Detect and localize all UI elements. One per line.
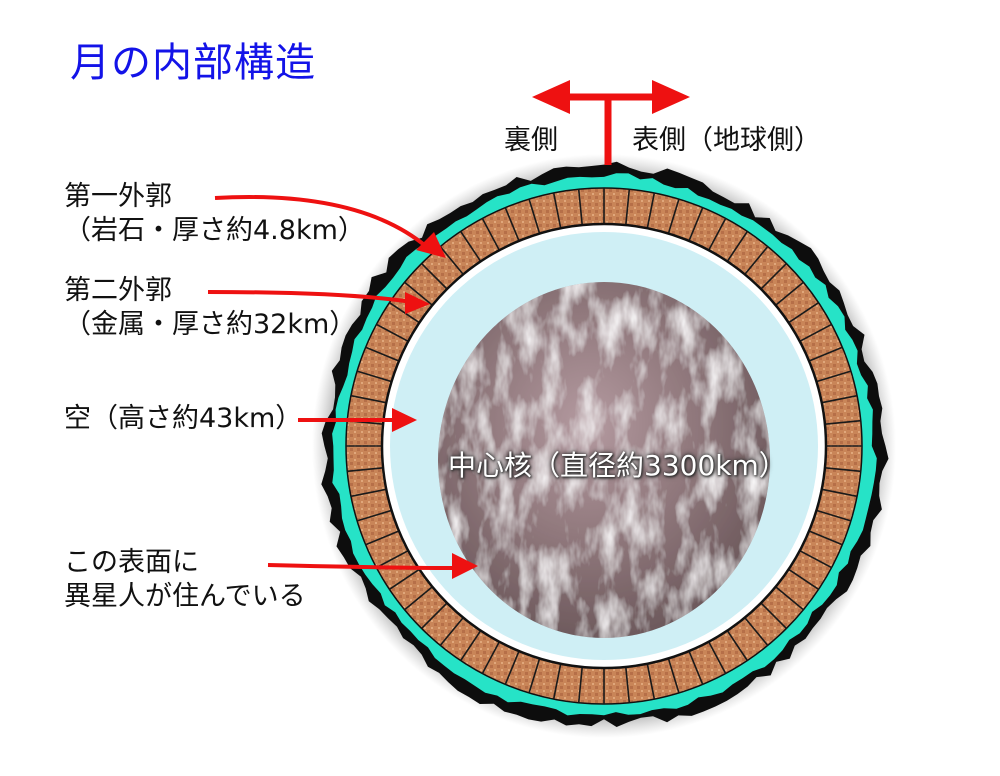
metal-shell-segment-line — [365, 530, 400, 546]
metal-shell-segment-line — [667, 198, 680, 234]
metal-shell-segment-line — [504, 207, 520, 242]
metal-shell-segment-line — [775, 281, 804, 306]
metal-shell-segment-line — [726, 630, 748, 661]
metal-shell-segment-line — [646, 192, 656, 229]
metal-shell-segment-line — [667, 658, 680, 694]
pointer-arrows — [207, 195, 453, 570]
direction-indicator — [532, 80, 690, 165]
inner-core — [438, 282, 770, 638]
metal-shell-segment-line — [760, 263, 787, 290]
metal-shell-segment-line — [726, 231, 748, 262]
metal-shell-segment-line — [821, 488, 858, 498]
metal-shell-segment-line — [688, 207, 704, 242]
metal-shell-segment-line — [356, 370, 392, 383]
direction-back-label: 裏側 — [504, 125, 558, 156]
metal-shell-segment-line — [347, 467, 384, 473]
metal-shell-segment-line — [625, 666, 631, 703]
metal-shell-segment-line — [646, 663, 656, 700]
metal-shell-segment-line — [404, 586, 433, 611]
label-second-shell-detail: （金属・厚さ約32km） — [64, 309, 357, 340]
metal-shell-segment-line — [389, 568, 420, 590]
page-title: 月の内部構造 — [70, 40, 316, 86]
metal-shell-segment-line — [788, 568, 819, 590]
metal-shell-segment-line — [744, 617, 769, 646]
metal-shell-segment-line — [775, 586, 804, 611]
metal-shell-segment-line — [808, 346, 843, 362]
label-core-surface-line2: 異星人が住んでいる — [64, 581, 306, 612]
metal-shell-segment-line — [439, 246, 464, 275]
metal-shell-segment-line — [799, 323, 832, 343]
arrow-right-icon — [652, 80, 690, 114]
metal-shell-segment-line — [688, 650, 704, 685]
arrow-second-shell — [207, 290, 413, 304]
metal-shell-segment-line — [376, 323, 409, 343]
metal-shell-segment-line — [760, 602, 787, 629]
arrow-first-shell — [214, 195, 430, 250]
metal-shell-segment-line — [389, 302, 420, 324]
label-first-shell-name: 第一外郭 — [64, 181, 172, 212]
label-first-shell: 第一外郭 （岩石・厚さ約4.8km） — [64, 180, 365, 248]
label-core-surface-line1: この表面に — [64, 547, 199, 578]
metal-shell-segment-line — [528, 658, 541, 694]
metal-shell-segment-line — [376, 549, 409, 569]
metal-shell-segment-line — [404, 281, 433, 306]
metal-shell-segment-line — [625, 189, 631, 226]
arrow-core-surface — [267, 563, 453, 570]
arrow-left-icon — [532, 80, 570, 114]
metal-shell-segment-line — [528, 198, 541, 234]
metal-shell-segment-line — [481, 641, 501, 674]
metal-shell-segment-line — [421, 263, 448, 290]
metal-shell-segment-line — [577, 189, 583, 226]
label-core-surface: この表面に 異星人が住んでいる — [64, 546, 306, 614]
metal-shell-segment-line — [350, 394, 387, 404]
label-first-shell-detail: （岩石・厚さ約4.8km） — [64, 215, 365, 246]
metal-shell-segment-line — [707, 218, 727, 251]
metal-shell-segment-line — [350, 488, 387, 498]
metal-shell-segment-line — [707, 641, 727, 674]
metal-shell-segment-line — [460, 630, 482, 661]
metal-shell-segments — [346, 188, 862, 704]
metal-shell-segment-line — [744, 246, 769, 275]
metal-shell-segment-line — [799, 549, 832, 569]
metal-shell-segment-line — [788, 302, 819, 324]
direction-front-label: 表側（地球側） — [632, 125, 821, 156]
metal-shell-segment-line — [504, 650, 520, 685]
label-second-shell: 第二外郭 （金属・厚さ約32km） — [64, 274, 356, 342]
metal-shell-segment-line — [460, 231, 482, 262]
metal-shell-segment-line — [365, 346, 400, 362]
metal-shell-segment-line — [577, 666, 583, 703]
metal-shell-segment-line — [816, 370, 852, 383]
label-sky: 空（高さ約43km） — [64, 403, 303, 434]
metal-shell-segment-line — [481, 218, 501, 251]
metal-shell-segment-line — [816, 509, 852, 522]
pointer-arrowheads — [392, 232, 478, 579]
metal-shell-segment-line — [552, 663, 562, 700]
metal-shell-segment-line — [421, 602, 448, 629]
metal-shell-segment-line — [552, 192, 562, 229]
metal-shell-segment-line — [824, 467, 861, 473]
metal-shell-segment-line — [808, 530, 843, 546]
metal-shell-segment-line — [356, 509, 392, 522]
label-second-shell-name: 第二外郭 — [64, 275, 172, 306]
metal-shell-segment-line — [824, 419, 861, 425]
metal-shell-segment-line — [439, 617, 464, 646]
core-label: 中心核（直径約3300km） — [448, 449, 787, 482]
metal-shell-segment-line — [821, 394, 858, 404]
